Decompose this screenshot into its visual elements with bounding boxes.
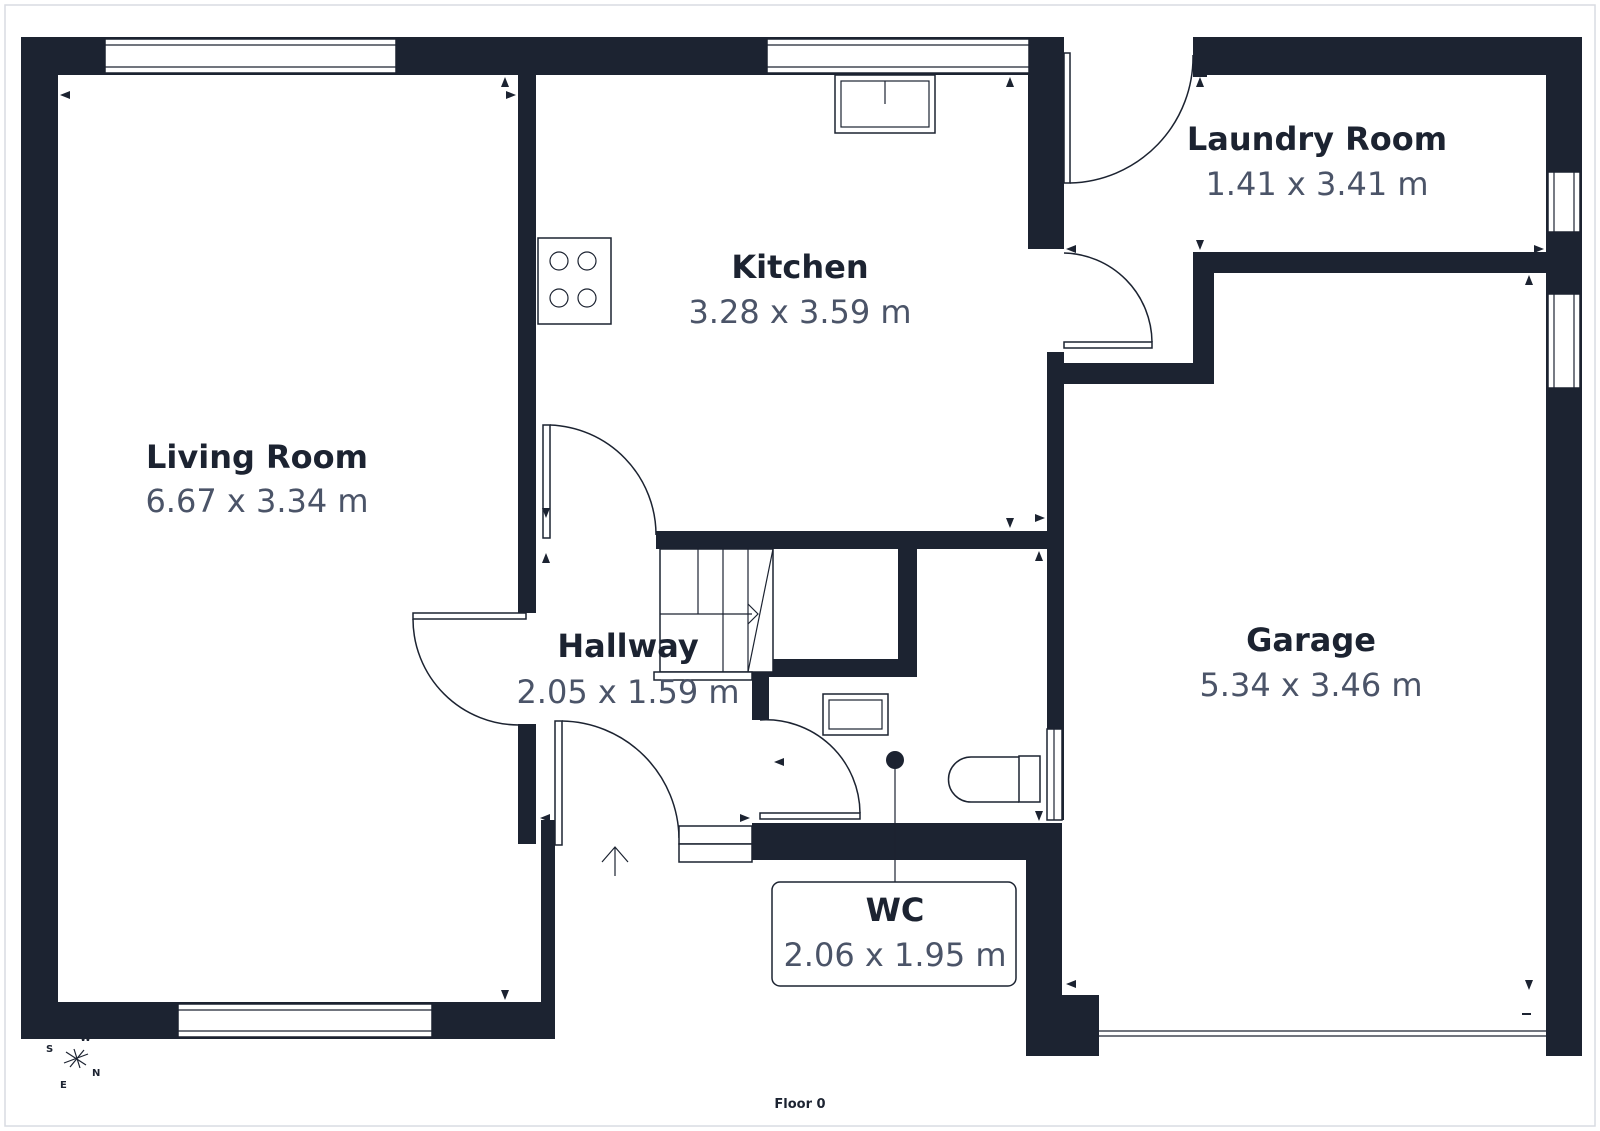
compass-east-label: E (60, 1080, 67, 1091)
room-label-wc: WC 2.06 x 1.95 m (771, 881, 1017, 987)
room-label-kitchen: Kitchen 3.28 x 3.59 m (688, 248, 911, 331)
room-label-living: Living Room 6.67 x 3.34 m (145, 438, 368, 520)
room-label-hallway: Hallway 2.05 x 1.59 m (516, 627, 739, 711)
wc-label-box (771, 881, 1017, 987)
laundry-room-dims: 1.41 x 3.41 m (1205, 165, 1428, 203)
hallway-dims: 2.05 x 1.59 m (516, 673, 739, 711)
living-room-name: Living Room (146, 438, 368, 476)
compass-north-label: N (92, 1068, 100, 1079)
living-room-dims: 6.67 x 3.34 m (145, 482, 368, 520)
compass-west-label: W (80, 1033, 91, 1044)
compass-rose: W S N E (46, 1033, 100, 1091)
kitchen-dims: 3.28 x 3.59 m (688, 293, 911, 331)
dimension-markers (60, 77, 1544, 1015)
page-frame (4, 4, 1596, 1127)
room-label-garage: Garage 5.34 x 3.46 m (1199, 621, 1422, 704)
fixtures (537, 74, 1041, 882)
doors (412, 52, 1194, 863)
room-label-laundry: Laundry Room 1.41 x 3.41 m (1187, 120, 1447, 203)
hallway-name: Hallway (557, 627, 698, 665)
wc-name: WC (866, 891, 925, 929)
garage-dims: 5.34 x 3.46 m (1199, 666, 1422, 704)
kitchen-name: Kitchen (731, 248, 868, 286)
compass-south-label: S (46, 1044, 53, 1055)
staircase (653, 548, 774, 681)
floor-label: Floor 0 (774, 1097, 825, 1112)
windows (104, 38, 1581, 1038)
wc-dims: 2.06 x 1.95 m (783, 936, 1006, 974)
laundry-room-name: Laundry Room (1187, 120, 1447, 158)
garage-name: Garage (1246, 621, 1376, 659)
